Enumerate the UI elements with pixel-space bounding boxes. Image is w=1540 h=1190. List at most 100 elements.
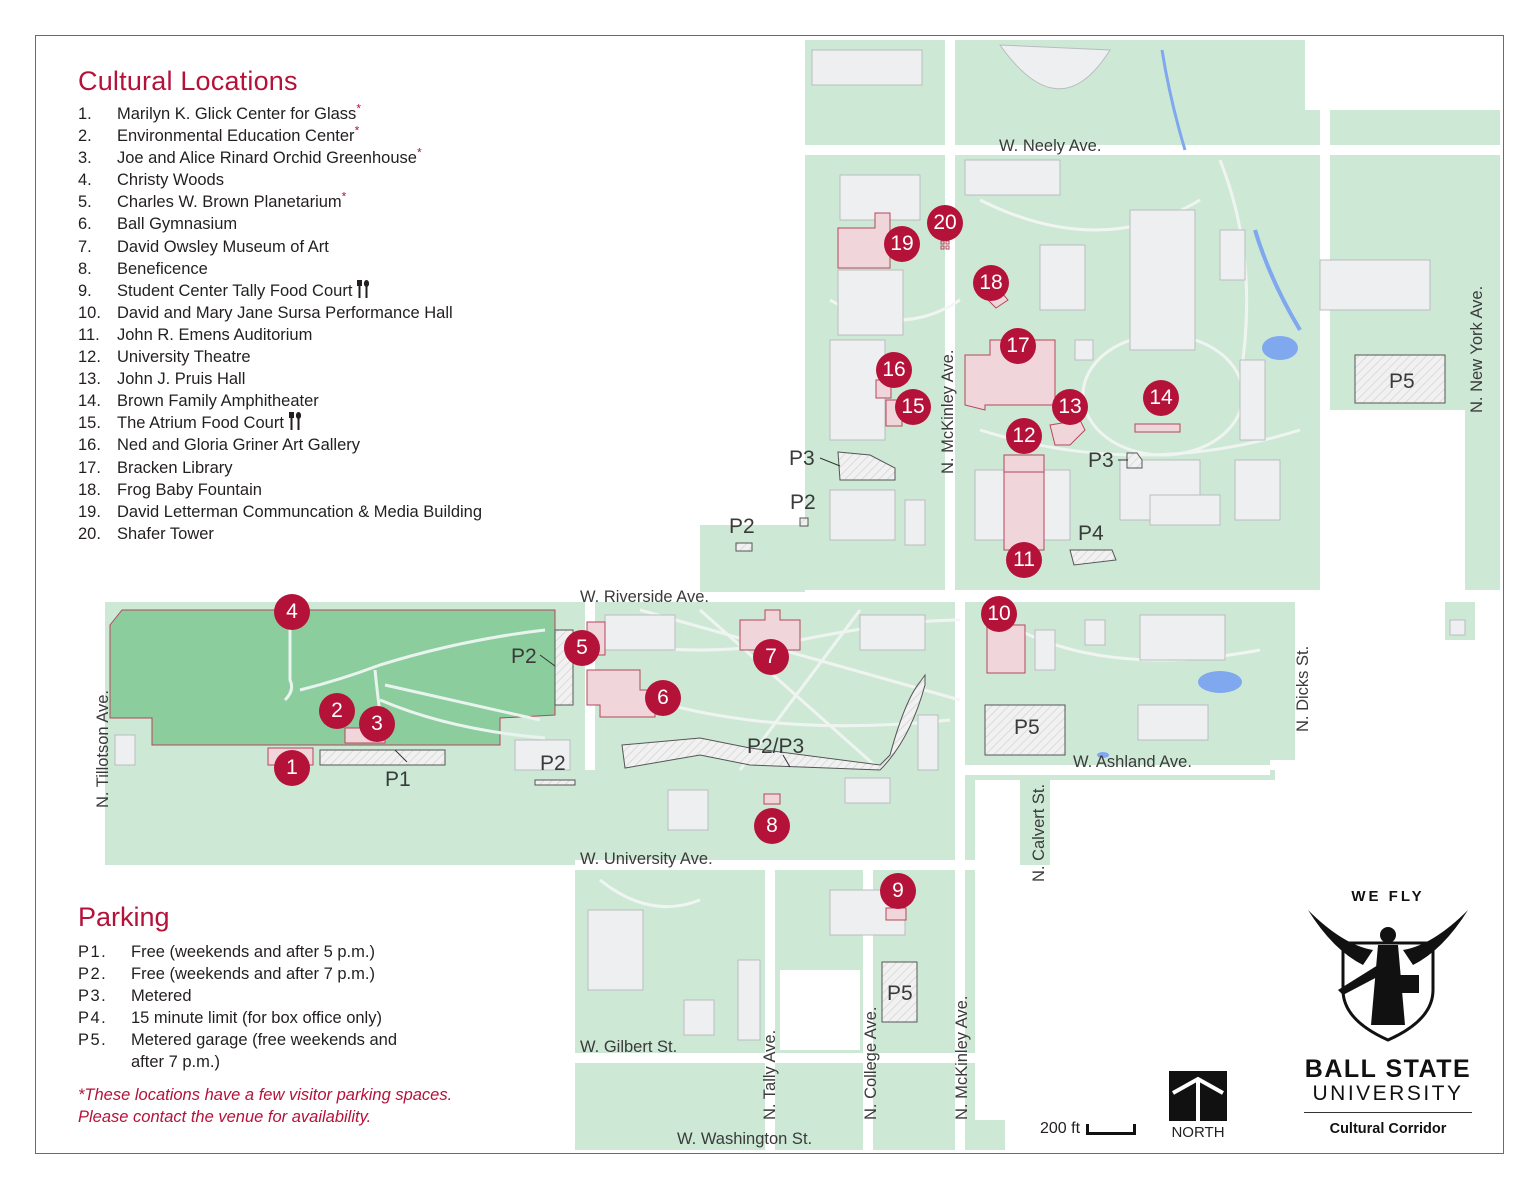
- location-number: 17.: [78, 458, 101, 477]
- location-marker-18[interactable]: 18: [973, 265, 1009, 301]
- location-marker-19[interactable]: 19: [884, 226, 920, 262]
- parking-label-p5[interactable]: P5: [1389, 370, 1415, 393]
- location-marker-11[interactable]: 11: [1006, 542, 1042, 578]
- street-label-washington: W. Washington St.: [677, 1130, 813, 1148]
- location-number: 8.: [78, 259, 92, 278]
- location-marker-15[interactable]: 15: [895, 389, 931, 425]
- location-marker-8[interactable]: 8: [754, 808, 790, 844]
- location-marker-10[interactable]: 10: [981, 596, 1017, 632]
- location-marker-13[interactable]: 13: [1052, 389, 1088, 425]
- location-name: Frog Baby Fountain: [117, 480, 262, 499]
- cultural-location-item: 13.John J. Pruis Hall: [78, 368, 598, 390]
- location-number: 2.: [78, 127, 92, 146]
- map-border: [35, 35, 1504, 1154]
- location-marker-16[interactable]: 16: [876, 352, 912, 388]
- location-number: 1.: [78, 105, 92, 123]
- cultural-location-item: 17. Bracken Library: [78, 457, 598, 479]
- parking-lots: [319, 354, 1446, 1023]
- parking-label-p2[interactable]: P2: [729, 515, 755, 538]
- street-label-tally: N. Tally Ave.: [761, 1029, 779, 1120]
- location-marker-9[interactable]: 9: [880, 873, 916, 909]
- street-label-new-york: N. New York Ave.: [1468, 285, 1486, 413]
- cultural-locations-list: 1. Marilyn K. Glick Center for Glass* 2. En…: [78, 103, 598, 545]
- cultural-location-item: 3.Joe and Alice Rinard Orchid Greenhouse…: [78, 147, 598, 169]
- location-marker-1[interactable]: 1: [274, 750, 310, 786]
- parking-label-p5[interactable]: P5: [887, 982, 913, 1005]
- location-marker-4[interactable]: 4: [274, 594, 310, 630]
- scale-bar-icon: [1086, 1124, 1137, 1135]
- parking-title: Parking: [78, 902, 170, 932]
- cultural-location-item: 10.David and Mary Jane Sursa Performance…: [78, 302, 598, 324]
- cultural-location-item: 6.Ball Gymnasium: [78, 213, 598, 235]
- parking-label-p2[interactable]: P2: [540, 752, 566, 775]
- location-marker-12[interactable]: 12: [1006, 418, 1042, 454]
- cultural-location-item: 16. Ned and Gloria Griner Art Gallery: [78, 434, 598, 456]
- location-marker-7[interactable]: 7: [753, 639, 789, 675]
- location-marker-20[interactable]: 20: [927, 205, 963, 241]
- location-marker-3[interactable]: 3: [359, 706, 395, 742]
- visitor-parking-asterisk: *: [354, 123, 360, 138]
- cultural-location-item: 15. The Atrium Food Court: [78, 412, 598, 434]
- north-arrow-icon: [1169, 1071, 1227, 1121]
- location-number: 3.: [78, 149, 92, 168]
- location-name: Ned and Gloria Griner Art Gallery: [117, 436, 361, 455]
- scale-label: 200 ft: [1040, 1120, 1081, 1137]
- location-marker-6[interactable]: 6: [645, 680, 681, 716]
- location-name: John R. Emens Auditorium: [117, 325, 313, 344]
- location-marker-2[interactable]: 2: [319, 693, 355, 729]
- cultural-location-item: 8. Beneficence: [78, 258, 598, 280]
- parking-label-p3[interactable]: P3: [789, 447, 815, 470]
- parking-label-p5[interactable]: P5: [1014, 716, 1040, 739]
- water-features: [1097, 49, 1302, 758]
- parking-description: Free (weekends and after 5 p.m.): [131, 943, 375, 961]
- parking-item: P2.Free (weekends and after 7 p.m.): [78, 963, 548, 985]
- location-number: 5.: [78, 193, 92, 212]
- location-number: 9.: [78, 281, 92, 300]
- location-name: Beneficence: [117, 259, 208, 278]
- street-label-neely: W. Neely Ave.: [999, 137, 1102, 155]
- parking-label-p3[interactable]: P3: [1088, 449, 1114, 472]
- visitor-parking-note: *These locations have a few visitor park…: [78, 1086, 453, 1126]
- parking-legend: Parking P1.Free (weekends and after 5 p.…: [78, 902, 548, 1128]
- location-number: 12.: [78, 348, 101, 367]
- logo-tagline: WE FLY: [1351, 888, 1425, 905]
- location-name: Bracken Library: [117, 458, 233, 477]
- parking-label-p2[interactable]: P2: [790, 491, 816, 514]
- cultural-location-item: 5. Charles W. Brown Planetarium*: [78, 191, 598, 213]
- location-marker-17[interactable]: 17: [1000, 328, 1036, 364]
- parking-label-p1[interactable]: P1: [385, 768, 411, 791]
- location-number: 7.: [78, 237, 92, 256]
- legend-title: Cultural Locations: [78, 66, 298, 96]
- location-marker-14[interactable]: 14: [1143, 380, 1179, 416]
- location-marker-5[interactable]: 5: [564, 630, 600, 666]
- location-name: David Letterman Communcation & Media Bui…: [117, 502, 483, 521]
- location-number: 20.: [78, 524, 101, 543]
- street-label-tillotson: N. Tillotson Ave.: [94, 689, 112, 808]
- parking-description: Free (weekends and after 7 p.m.): [131, 965, 375, 983]
- location-number: 15.: [78, 414, 101, 433]
- location-name: Environmental Education Center*: [117, 123, 360, 146]
- parking-code: P5.: [78, 1031, 108, 1049]
- visitor-parking-asterisk: *: [356, 101, 361, 116]
- visitor-parking-asterisk: *: [416, 145, 422, 160]
- location-name: Marilyn K. Glick Center for Glass*: [117, 101, 361, 124]
- cultural-location-item: 7.David Owsley Museum of Art: [78, 236, 598, 258]
- parking-item: P5.Metered garage (free weekends and aft…: [78, 1029, 548, 1073]
- parking-label-p4[interactable]: P4: [1078, 522, 1104, 545]
- parking-description: 15 minute limit (for box office only): [131, 1009, 382, 1027]
- parking-item: P1.Free (weekends and after 5 p.m.): [78, 941, 548, 963]
- location-name: University Theatre: [117, 348, 251, 367]
- parking-label-p2-p3[interactable]: P2/P3: [747, 735, 805, 758]
- location-name: The Atrium Food Court: [117, 412, 302, 434]
- parking-item: P4.15 minute limit (for box office only): [78, 1007, 548, 1029]
- roads: [95, 40, 1500, 1150]
- cultural-buildings: [267, 212, 1181, 921]
- location-name: Charles W. Brown Planetarium*: [117, 189, 347, 212]
- parking-label-p2[interactable]: P2: [511, 645, 537, 668]
- location-number: 4.: [78, 171, 92, 190]
- location-number: 10.: [78, 303, 101, 322]
- cultural-location-item: 14.Brown Family Amphitheater: [78, 390, 598, 412]
- location-number: 6.: [78, 215, 92, 234]
- location-number: 16.: [78, 436, 101, 455]
- logo-name-line2: UNIVERSITY: [1312, 1082, 1464, 1105]
